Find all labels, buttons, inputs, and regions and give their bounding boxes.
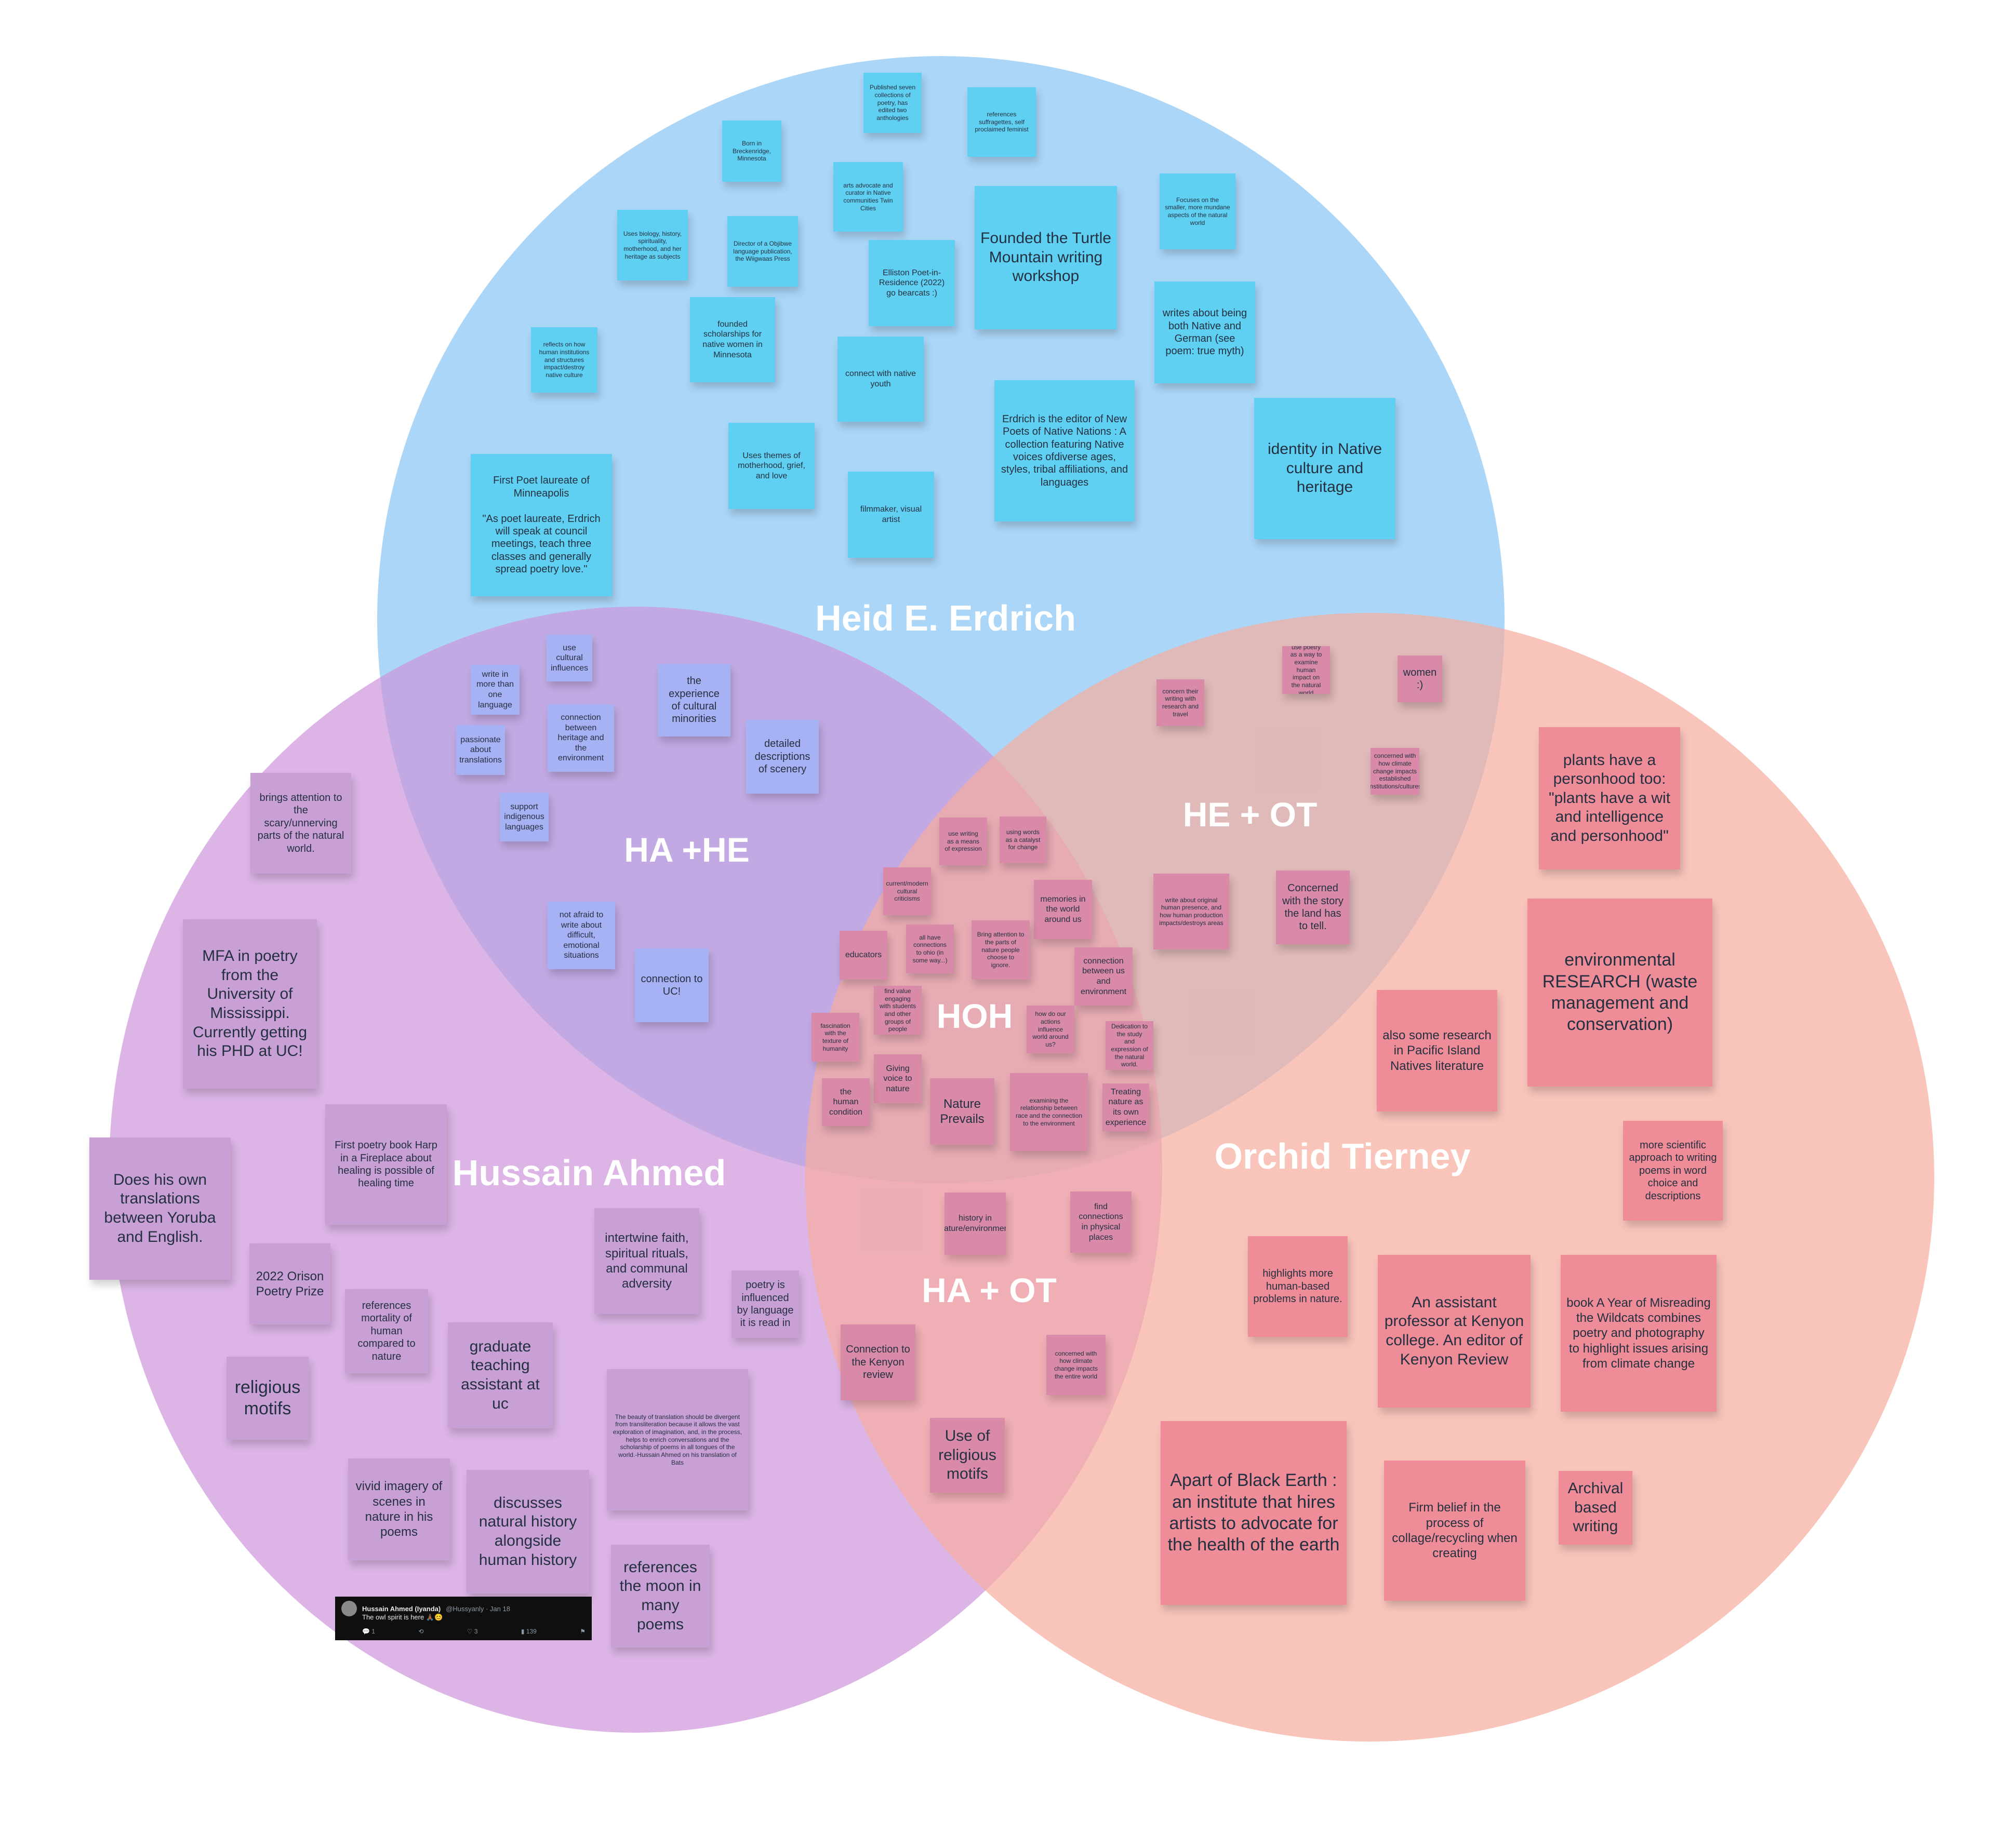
- sticky-note[interactable]: Connection to the Kenyon review: [841, 1324, 915, 1400]
- sticky-note[interactable]: using words as a catalyst for change: [1000, 816, 1046, 863]
- sticky-note[interactable]: First Poet laureate of Minneapolis "As p…: [471, 454, 612, 596]
- erdrich-label: Heid E. Erdrich: [815, 598, 1076, 638]
- sticky-note[interactable]: Apart of Black Earth : an institute that…: [1161, 1421, 1347, 1605]
- sticky-note[interactable]: the human condition: [822, 1078, 870, 1126]
- sticky-note[interactable]: First poetry book Harp in a Fireplace ab…: [325, 1104, 447, 1225]
- sticky-note[interactable]: Treating nature as its own experience: [1102, 1083, 1149, 1131]
- sticky-note[interactable]: plants have a personhood too: "plants ha…: [1539, 727, 1680, 869]
- sticky-note[interactable]: Born in Breckenridge, Minnesota: [722, 120, 781, 182]
- sticky-note[interactable]: Focuses on the smaller, more mundane asp…: [1160, 173, 1235, 249]
- sticky-note[interactable]: Does his own translations between Yoruba…: [89, 1137, 231, 1280]
- sticky-note[interactable]: how do our actions influence world aroun…: [1027, 1006, 1074, 1053]
- he-ot-label: HE + OT: [1182, 795, 1318, 834]
- sticky-note[interactable]: write about original human presence, and…: [1153, 874, 1229, 949]
- sticky-note[interactable]: women :): [1398, 655, 1442, 702]
- sticky-note[interactable]: find connections in physical places: [1070, 1191, 1132, 1253]
- sticky-note[interactable]: MFA in poetry from the University of Mis…: [183, 919, 317, 1089]
- sticky-note[interactable]: highlights more human-based problems in …: [1248, 1236, 1348, 1337]
- tweet-handle: @Hussyanly · Jan 18: [446, 1604, 510, 1613]
- sticky-note[interactable]: filmmaker, visual artist: [848, 472, 934, 558]
- sticky-note[interactable]: Erdrich is the editor of New Poets of Na…: [994, 380, 1135, 521]
- ha-he-label: HA +HE: [624, 831, 750, 869]
- sticky-note[interactable]: also some research in Pacific Island Nat…: [1377, 990, 1497, 1112]
- sticky-note[interactable]: find value engaging with students and ot…: [874, 986, 922, 1035]
- bookmark-icon[interactable]: ⚑: [580, 1628, 586, 1635]
- sticky-note[interactable]: Nature Prevails: [930, 1078, 994, 1145]
- sticky-note[interactable]: current/modern cultural criticisms: [883, 867, 931, 915]
- sticky-note[interactable]: Founded the Turtle Mountain writing work…: [975, 186, 1117, 329]
- sticky-note[interactable]: Firm belief in the process of collage/re…: [1384, 1461, 1525, 1601]
- tweet-text: The owl spirit is here 🙏🏾😊: [362, 1613, 443, 1621]
- sticky-note[interactable]: passionate about translations: [456, 725, 505, 775]
- sticky-note[interactable]: environmental RESEARCH (waste management…: [1527, 899, 1712, 1087]
- like-icon[interactable]: ♡ 3: [467, 1628, 478, 1635]
- sticky-note[interactable]: poetry is influenced by language it is r…: [732, 1270, 799, 1338]
- sticky-note[interactable]: connection to UC!: [635, 948, 709, 1022]
- tierney-circle: [805, 613, 1934, 1742]
- sticky-note[interactable]: An assistant professor at Kenyon college…: [1378, 1255, 1531, 1408]
- sticky-note[interactable]: references mortality of human compared t…: [345, 1289, 428, 1373]
- sticky-note[interactable]: 2022 Orison Poetry Prize: [249, 1243, 330, 1324]
- sticky-note[interactable]: Archival based writing: [1559, 1471, 1632, 1545]
- hoh-label: HOH: [936, 997, 1013, 1035]
- sticky-note[interactable]: not afraid to write about difficult, emo…: [548, 902, 615, 969]
- sticky-note[interactable]: educators: [840, 931, 887, 980]
- sticky-note[interactable]: detailed descriptions of scenery: [746, 720, 819, 794]
- avatar: [341, 1601, 357, 1616]
- tierney-label: Orchid Tierney: [1214, 1136, 1471, 1176]
- sticky-note[interactable]: intertwine faith, spiritual rituals, and…: [594, 1208, 699, 1314]
- reply-icon[interactable]: 💬 1: [362, 1628, 375, 1635]
- sticky-note[interactable]: use cultural influences: [547, 635, 592, 681]
- sticky-note[interactable]: connect with native youth: [837, 337, 924, 422]
- tweet-author: Hussain Ahmed (Iyanda): [362, 1604, 441, 1613]
- sticky-note[interactable]: concerned with how climate change impact…: [1046, 1335, 1106, 1395]
- sticky-note[interactable]: use writing as a means of expression: [939, 818, 987, 865]
- sticky-note[interactable]: writes about being both Native and Germa…: [1154, 282, 1255, 383]
- sticky-note[interactable]: arts advocate and curator in Native comm…: [833, 162, 903, 232]
- sticky-note[interactable]: the experience of cultural minorities: [658, 664, 730, 736]
- retweet-icon[interactable]: ⟲: [418, 1628, 424, 1635]
- sticky-note[interactable]: more scientific approach to writing poem…: [1623, 1121, 1723, 1221]
- sticky-note[interactable]: Bring attention to the parts of nature p…: [972, 920, 1030, 980]
- sticky-note[interactable]: Giving voice to nature: [874, 1054, 922, 1103]
- sticky-note[interactable]: connection between us and environment: [1074, 947, 1133, 1006]
- sticky-note[interactable]: brings attention to the scary/unnerving …: [250, 773, 351, 874]
- sticky-note[interactable]: Dedication to the study and expression o…: [1106, 1021, 1153, 1070]
- sticky-note[interactable]: memories in the world around us: [1034, 880, 1092, 939]
- sticky-note[interactable]: all have connections to ohio (in some wa…: [906, 925, 954, 973]
- sticky-note[interactable]: Uses themes of motherhood, grief, and lo…: [728, 423, 815, 509]
- ahmed-label: Hussain Ahmed: [452, 1153, 726, 1193]
- sticky-note[interactable]: Director of a Objibwe language publicati…: [727, 216, 798, 287]
- sticky-note[interactable]: examining the relationship between race …: [1010, 1073, 1088, 1151]
- sticky-note[interactable]: The beauty of translation should be dive…: [607, 1369, 748, 1510]
- sticky-note[interactable]: concern their writing with research and …: [1156, 679, 1204, 726]
- sticky-note[interactable]: Elliston Poet-in-Residence (2022) go bea…: [869, 240, 955, 326]
- sticky-note[interactable]: references the moon in many poems: [611, 1545, 710, 1648]
- views-icon[interactable]: ▮ 139: [521, 1628, 537, 1635]
- sticky-note[interactable]: founded scholarships for native women in…: [690, 297, 775, 382]
- sticky-note[interactable]: Concerned with the story the land has to…: [1276, 871, 1350, 944]
- ha-ot-label: HA + OT: [922, 1271, 1057, 1309]
- tweet-card[interactable]: Hussain Ahmed (Iyanda) @Hussyanly · Jan …: [335, 1597, 592, 1640]
- sticky-note[interactable]: write in more than one language: [471, 665, 520, 715]
- sticky-note[interactable]: book A Year of Misreading the Wildcats c…: [1561, 1255, 1717, 1412]
- sticky-note[interactable]: discusses natural history alongside huma…: [467, 1470, 589, 1593]
- sticky-note[interactable]: Uses biology, history, spirituality, mot…: [617, 210, 688, 280]
- sticky-note[interactable]: Use of religious motifs: [930, 1418, 1005, 1493]
- sticky-note[interactable]: fascination with the texture of humanity: [812, 1013, 859, 1062]
- sticky-note[interactable]: graduate teaching assistant at uc: [448, 1322, 553, 1428]
- sticky-note[interactable]: support indigenous languages: [500, 793, 549, 841]
- sticky-note[interactable]: concerned with how climate change impact…: [1371, 748, 1419, 795]
- sticky-note[interactable]: connection between heritage and the envi…: [548, 704, 614, 772]
- sticky-note[interactable]: religious motifs: [227, 1357, 309, 1440]
- sticky-note[interactable]: references suffragettes, self proclaimed…: [967, 87, 1036, 157]
- sticky-note[interactable]: use poetry as a way to examine human imp…: [1282, 646, 1330, 694]
- sticky-note[interactable]: vivid imagery of scenes in nature in his…: [348, 1458, 450, 1560]
- sticky-note[interactable]: identity in Native culture and heritage: [1254, 398, 1395, 539]
- sticky-note[interactable]: history in nature/environment: [945, 1193, 1006, 1255]
- sticky-note[interactable]: reflects on how human institutions and s…: [531, 327, 597, 393]
- sticky-note[interactable]: Published seven collections of poetry, h…: [863, 73, 922, 133]
